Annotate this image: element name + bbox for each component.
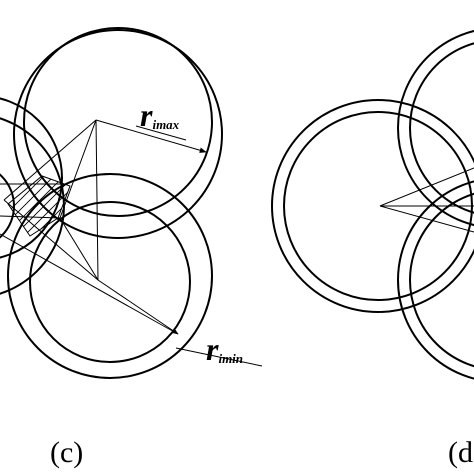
panel-c-label: (c): [50, 436, 83, 469]
rmax-label: rimax: [140, 97, 180, 133]
top-circle: [13, 29, 223, 239]
rmin-symbol: r: [206, 331, 219, 367]
rmax-subscript: imax: [152, 117, 179, 132]
panel-c-diagram: rimax rimin (c): [0, 27, 263, 469]
rmin-leader-line: [97, 279, 179, 335]
panel-d-diagram: (d: [271, 29, 474, 469]
bottom-outer-circle: [7, 173, 213, 379]
d-bottom-inner-circle: [409, 192, 474, 368]
top-outer-circle: [23, 27, 213, 217]
upper-left-circle: [0, 97, 63, 259]
hatched-outline: [7, 175, 71, 237]
d-construction-lines: [379, 167, 474, 233]
construction-lines: [0, 119, 161, 325]
d-top-outer-circle: [397, 29, 474, 227]
d-bottom-outer-circle: [397, 180, 474, 380]
d-left-outer-circle: [271, 99, 474, 313]
panel-d-label: (d: [448, 436, 473, 469]
rmax-underline: [135, 125, 187, 141]
bottom-inner-circle: [29, 201, 191, 363]
rmax-leader-line: [95, 119, 207, 153]
d-top-inner-circle: [409, 42, 474, 214]
rmin-label: rimin: [206, 331, 243, 367]
rmin-connector: [159, 323, 179, 335]
rmax-symbol: r: [140, 97, 153, 133]
rmin-underline: [175, 347, 263, 367]
rmin-subscript: imin: [218, 351, 243, 366]
